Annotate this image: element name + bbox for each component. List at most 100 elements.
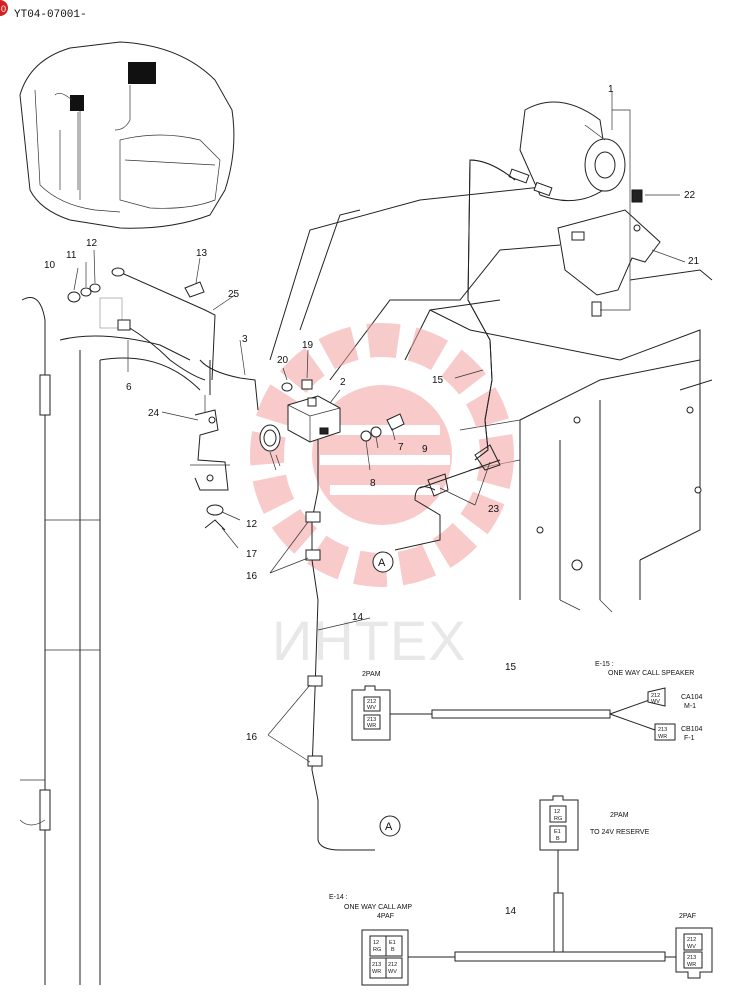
callout-2: 2 [340,377,346,388]
svg-text:B: B [556,836,560,842]
bolt [591,301,602,317]
svg-text:213: 213 [367,717,376,723]
speaker-harness-schematic: 2PAM 212 WV 213 WR E-15 : ONE WAY CALL S… [351,661,703,742]
svg-text:WR: WR [372,969,381,975]
bolt-22 [631,189,643,203]
callout-13: 13 [196,248,208,259]
svg-text:CB104: CB104 [681,726,703,733]
watermark-logo [250,323,514,587]
svg-text:WV: WV [651,699,660,705]
connector-type: 2PAF [679,913,696,920]
svg-text:WR: WR [658,734,667,740]
doc-code: YT04-07001- [14,9,87,21]
callout-7: 7 [398,442,404,453]
callout-24: 24 [148,408,160,419]
clamp-16 [305,511,323,767]
callout-12-lower: 12 [246,519,258,530]
speaker-plug [508,168,530,184]
callout-16-lower: 16 [246,732,258,743]
callout-21: 21 [688,256,700,267]
svg-text:E-14 :: E-14 : [329,894,348,901]
clamp-23 [419,444,501,497]
cab-inset-sketch [19,41,235,229]
speaker-location-icon [128,62,156,84]
svg-text:213: 213 [687,955,696,961]
callout-23: 23 [488,504,500,515]
watermark-text: ИНТЕХ [272,609,467,672]
svg-text:WV: WV [388,969,397,975]
svg-text:WV: WV [367,705,376,711]
svg-text:12: 12 [373,940,379,946]
harness-14 [311,440,375,851]
harness-14-branch [553,892,564,953]
callout-9: 9 [422,444,428,455]
badge-glyph: 0 [1,4,6,14]
svg-text:RG: RG [554,816,562,822]
svg-text:212: 212 [687,937,696,943]
callout-1: 1 [608,84,614,95]
amp-harness-schematic: E-14 : ONE WAY CALL AMP 4PAF 12 RG E1 B … [329,795,713,986]
svg-text:A: A [385,821,393,833]
harness-15-end [394,486,441,551]
red-badge-icon [0,0,8,16]
svg-text:ONE WAY CALL AMP: ONE WAY CALL AMP [344,904,412,911]
svg-text:A: A [378,557,386,569]
callout-20: 20 [277,355,289,366]
callout-12: 12 [86,238,98,249]
connector-type: 2PAM [610,812,629,819]
svg-text:WR: WR [367,723,376,729]
amp-mounting [67,267,405,531]
callout-14: 14 [352,612,364,623]
svg-text:ONE WAY CALL SPEAKER: ONE WAY CALL SPEAKER [608,670,694,677]
speaker-bracket [557,209,661,296]
connector-2pam [351,685,391,741]
svg-text:212: 212 [388,962,397,968]
connector-type: 4PAF [377,913,394,920]
svg-text:CA104: CA104 [681,694,703,701]
svg-text:213: 213 [658,727,667,733]
harness-14-body [454,951,666,962]
callout-11: 11 [66,250,77,261]
connector-type: 2PAM [362,671,381,678]
callouts: 1 2 3 6 7 8 9 10 11 12 12 13 14 14 15 15… [44,84,700,917]
hinge [39,789,51,831]
callout-25: 25 [228,289,240,300]
bracket-24 [194,409,229,491]
callout-15-schematic: 15 [505,662,517,673]
leader-lines [73,92,613,763]
svg-text:212: 212 [367,699,376,705]
callout-16: 16 [246,571,258,582]
svg-text:TO 24V RESERVE: TO 24V RESERVE [590,829,650,836]
callout-17: 17 [246,549,258,560]
svg-text:213: 213 [372,962,381,968]
callout-15: 15 [432,375,444,386]
svg-text:M-1: M-1 [684,703,696,710]
speaker-assembly [508,101,686,317]
cab-frame-outline [19,297,201,985]
svg-text:12: 12 [554,809,560,815]
callout-19: 19 [302,340,314,351]
callout-10: 10 [44,260,56,271]
harness-15-body [431,709,611,719]
svg-text:RG: RG [373,947,381,953]
callout-22: 22 [684,190,696,201]
header: 0 YT04-07001- [0,0,87,21]
connection-marker-a: A A [372,551,401,837]
callout-8: 8 [370,478,376,489]
svg-text:WR: WR [687,962,696,968]
svg-text:E-15 :: E-15 : [595,661,614,668]
callout-14-schematic: 14 [505,906,517,917]
callout-3: 3 [242,334,248,345]
svg-text:WV: WV [687,944,696,950]
svg-text:E1: E1 [554,829,561,835]
hinge [39,374,51,416]
svg-text:F-1: F-1 [684,735,695,742]
svg-text:E1: E1 [389,940,396,946]
amp-location-icon [70,95,84,111]
callout-6: 6 [126,382,132,393]
upper-deck-structure [269,184,713,613]
speaker-plug [533,181,553,197]
svg-text:B: B [391,947,395,953]
svg-text:212: 212 [651,693,660,699]
